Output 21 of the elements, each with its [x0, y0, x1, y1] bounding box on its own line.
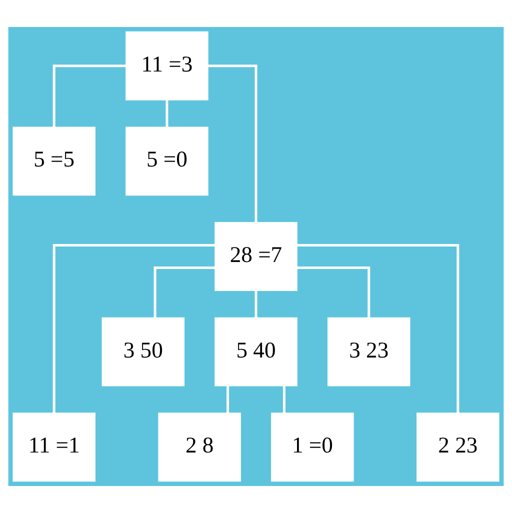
- node-box: 2 23: [416, 412, 500, 482]
- node-box: 3 50: [102, 316, 185, 386]
- node-box: 5 =5: [12, 126, 96, 196]
- node-box: 5 =0: [126, 126, 208, 196]
- connector: [154, 266, 215, 318]
- node-box: 2 8: [158, 412, 241, 482]
- node-box: 11 =3: [126, 30, 208, 100]
- connector: [208, 64, 258, 222]
- connector: [297, 266, 370, 318]
- connector: [52, 64, 126, 127]
- connector: [226, 385, 230, 413]
- connector: [296, 243, 460, 412]
- node-box: 11 =1: [12, 412, 96, 482]
- node-box: 1 =0: [271, 412, 354, 482]
- node-box: 5 40: [214, 316, 298, 386]
- connector: [282, 385, 286, 413]
- node-box: 28 =7: [214, 222, 298, 290]
- connector: [254, 290, 258, 318]
- connector: [166, 99, 168, 127]
- connector: [52, 243, 216, 412]
- node-box: 3 23: [327, 316, 410, 386]
